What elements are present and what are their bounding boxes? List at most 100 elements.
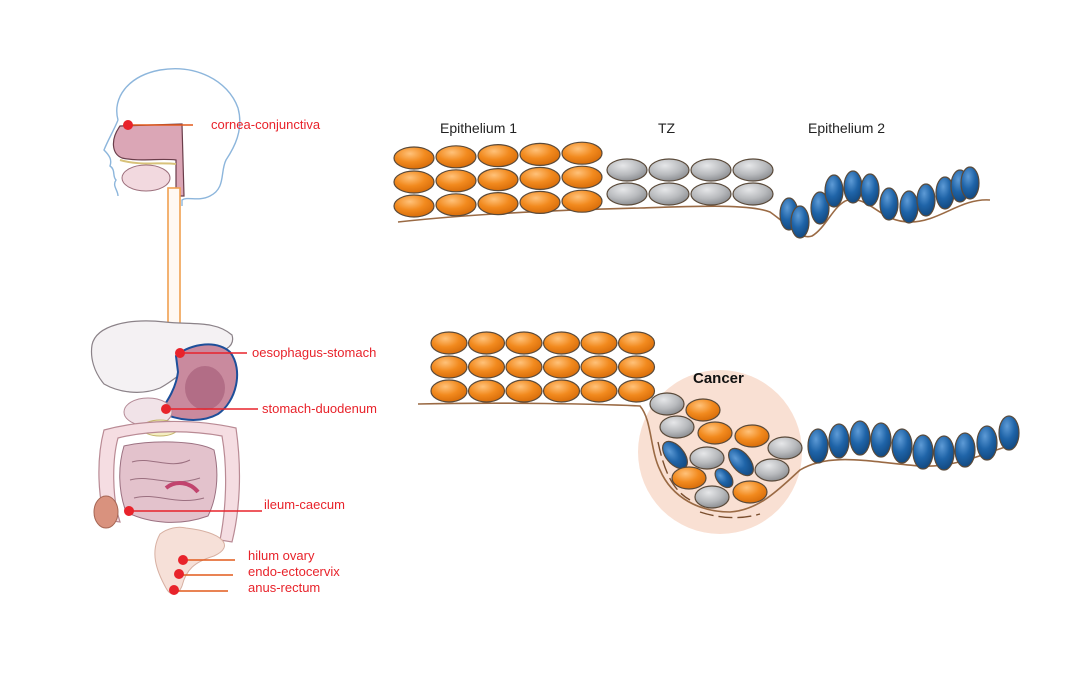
site-label: ileum-caecum	[264, 497, 345, 512]
cancer-label: Cancer	[693, 370, 744, 387]
squamous-cell	[435, 193, 477, 217]
squamous-cell	[580, 355, 618, 379]
site-markers: cornea-conjunctiva oesophagus-stomach st…	[123, 117, 377, 595]
site-stomach-duodenum[interactable]: stomach-duodenum	[161, 401, 377, 416]
caecum	[93, 495, 119, 529]
stomach-inner	[185, 366, 225, 410]
squamous-cell	[542, 355, 581, 379]
transitional-cell	[690, 182, 732, 206]
site-label: oesophagus-stomach	[252, 345, 376, 360]
site-label: cornea-conjunctiva	[211, 117, 321, 132]
squamous-cell	[505, 379, 543, 403]
columnar-cell	[879, 187, 899, 221]
tongue	[121, 164, 171, 192]
columnar-cell	[860, 173, 880, 207]
transitional-cell	[754, 458, 790, 482]
squamous-cell	[467, 355, 506, 379]
squamous-cell	[561, 141, 603, 165]
squamous-cell	[430, 331, 468, 355]
squamous-cell	[393, 170, 435, 194]
squamous-cell	[617, 331, 656, 355]
small-intestine	[119, 441, 218, 523]
columnar-cell	[933, 435, 955, 471]
epithelium-1-label: Epithelium 1	[440, 120, 517, 136]
transitional-cell	[694, 485, 730, 509]
site-marker-dot	[178, 555, 188, 565]
columnar-cell	[899, 190, 919, 224]
cancer-junction-panel: Cancer	[417, 331, 1020, 534]
top-cell-layer	[393, 141, 980, 239]
squamous-cell	[561, 189, 603, 213]
columnar-cell	[728, 447, 754, 477]
squamous-cell	[393, 194, 435, 218]
squamous-cell	[734, 424, 770, 448]
head-outline	[116, 68, 241, 206]
squamous-cell	[697, 421, 733, 445]
squamous-cell	[542, 331, 581, 355]
nasal-cavity	[112, 123, 185, 197]
columnar-cell	[810, 191, 830, 225]
squamous-cell	[435, 169, 477, 193]
site-marker-dot	[123, 120, 133, 130]
squamous-cell	[477, 144, 519, 168]
transitional-cell	[767, 436, 803, 460]
columnar-cell	[790, 205, 810, 239]
site-cornea-conjunctiva[interactable]: cornea-conjunctiva	[123, 117, 321, 132]
squamous-cell	[505, 331, 543, 355]
transitional-cell	[732, 158, 774, 182]
columnar-cell	[954, 432, 976, 468]
columnar-cell	[916, 183, 936, 217]
squamous-cell	[580, 331, 618, 355]
squamous-cell	[519, 190, 561, 214]
broken-membrane	[657, 441, 761, 519]
site-label: hilum ovary	[248, 548, 315, 563]
site-label: stomach-duodenum	[262, 401, 377, 416]
site-marker-dot	[124, 506, 134, 516]
columnar-cell	[960, 166, 980, 200]
squamous-cell	[467, 379, 506, 403]
anatomy-illustration	[90, 68, 241, 595]
squamous-cell	[580, 379, 618, 403]
squamous-cell	[505, 355, 543, 379]
squamous-cell	[477, 168, 519, 192]
face-outline	[103, 119, 119, 197]
normal-junction-panel: Epithelium 1 TZ Epithelium 2	[393, 120, 991, 239]
columnar-cell	[998, 415, 1020, 451]
squamous-cell	[732, 480, 768, 504]
columnar-cell	[828, 423, 850, 459]
transitional-cell	[659, 415, 695, 439]
squamous-cell	[542, 379, 581, 403]
site-hilum-ovary[interactable]: hilum ovary	[178, 548, 315, 565]
squamous-cell	[477, 192, 519, 216]
squamous-cell	[467, 331, 506, 355]
site-ileum-caecum[interactable]: ileum-caecum	[124, 497, 345, 516]
transitional-cell	[648, 182, 690, 206]
tz-label: TZ	[658, 120, 676, 136]
squamous-cell	[617, 355, 656, 379]
columnar-cell	[824, 174, 844, 208]
columnar-cell	[976, 425, 998, 461]
squamous-cell	[430, 355, 468, 379]
transitional-cell	[689, 446, 725, 470]
transitional-cell	[690, 158, 732, 182]
squamous-cell	[617, 379, 656, 403]
site-oesophagus-stomach[interactable]: oesophagus-stomach	[175, 345, 376, 360]
site-endo-ectocervix[interactable]: endo-ectocervix	[174, 564, 340, 579]
squamous-cell	[430, 379, 468, 403]
columnar-cell	[714, 467, 734, 489]
site-anus-rectum[interactable]: anus-rectum	[169, 580, 320, 595]
site-marker-dot	[174, 569, 184, 579]
transitional-cell	[606, 158, 648, 182]
intestine-loops	[129, 459, 205, 502]
transitional-cell	[648, 158, 690, 182]
squamous-cell	[435, 145, 477, 169]
columnar-cell	[807, 428, 829, 464]
transitional-cell	[732, 182, 774, 206]
epithelium-2-label: Epithelium 2	[808, 120, 885, 136]
colon	[98, 420, 241, 543]
squamous-cell	[685, 398, 721, 422]
columnar-cell	[849, 420, 871, 456]
site-label: endo-ectocervix	[248, 564, 340, 579]
site-label: anus-rectum	[248, 580, 320, 595]
